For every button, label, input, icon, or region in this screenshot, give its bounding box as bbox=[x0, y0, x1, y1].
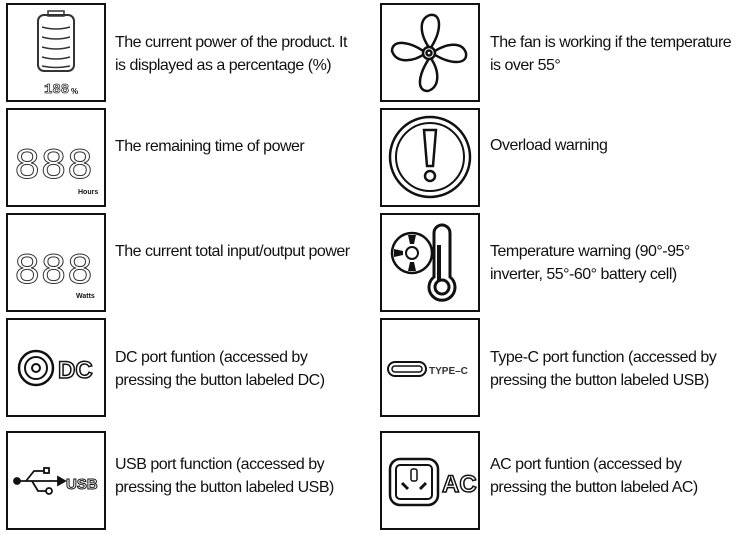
dc-label: DC bbox=[58, 357, 93, 384]
type-c-icon-box: TYPE–C bbox=[380, 318, 480, 417]
remaining-time-icon-box: 888 Hours bbox=[6, 108, 106, 207]
temperature-description: Temperature warning (90°-95° inverter, 5… bbox=[490, 243, 690, 283]
fan-icon-box bbox=[380, 3, 480, 102]
svg-text:888: 888 bbox=[14, 142, 93, 192]
fan-icon bbox=[390, 13, 468, 93]
temperature-icon-box bbox=[380, 213, 480, 312]
svg-text:188: 188 bbox=[44, 82, 69, 98]
percent-label: % bbox=[71, 87, 78, 96]
usb-icon-box: USB bbox=[6, 431, 106, 530]
ac-description: AC port funtion (accessed by pressing th… bbox=[490, 456, 698, 496]
ac-icon-box: AC bbox=[380, 431, 480, 530]
usb-description: USB port function (accessed by pressing … bbox=[115, 456, 334, 496]
ac-port-icon: AC bbox=[388, 457, 477, 507]
usb-label: USB bbox=[66, 476, 98, 493]
dc-description: DC port funtion (accessed by pressing th… bbox=[115, 349, 325, 389]
battery-level-description: The current power of the product. It is … bbox=[115, 34, 347, 74]
battery-level-icon-box: 188 % bbox=[6, 3, 106, 102]
remaining-time-display-icon: 888 Hours bbox=[14, 142, 99, 197]
fan-description: The fan is working if the temperature is… bbox=[490, 34, 732, 74]
overload-icon-box bbox=[380, 108, 480, 207]
ac-label: AC bbox=[442, 471, 477, 498]
usb-port-icon: USB bbox=[13, 467, 98, 495]
overload-description: Overload warning bbox=[490, 137, 608, 154]
battery-level-icon: 188 % bbox=[37, 10, 78, 98]
type-c-port-icon: TYPE–C bbox=[387, 361, 468, 377]
power-icon-box: 888 Watts bbox=[6, 213, 106, 312]
power-description: The current total input/output power bbox=[115, 243, 350, 260]
svg-text:888: 888 bbox=[14, 247, 93, 297]
watts-label: Watts bbox=[76, 293, 95, 300]
dc-port-icon: DC bbox=[17, 349, 93, 387]
remaining-time-description: The remaining time of power bbox=[115, 138, 305, 155]
type-c-description: Type-C port function (accessed by pressi… bbox=[490, 349, 717, 389]
dc-icon-box: DC bbox=[6, 318, 106, 417]
temperature-warning-icon bbox=[390, 223, 457, 302]
overload-warning-icon bbox=[388, 115, 472, 199]
type-c-label: TYPE–C bbox=[429, 366, 468, 377]
hours-label: Hours bbox=[78, 189, 98, 196]
power-display-icon: 888 Watts bbox=[14, 247, 95, 301]
